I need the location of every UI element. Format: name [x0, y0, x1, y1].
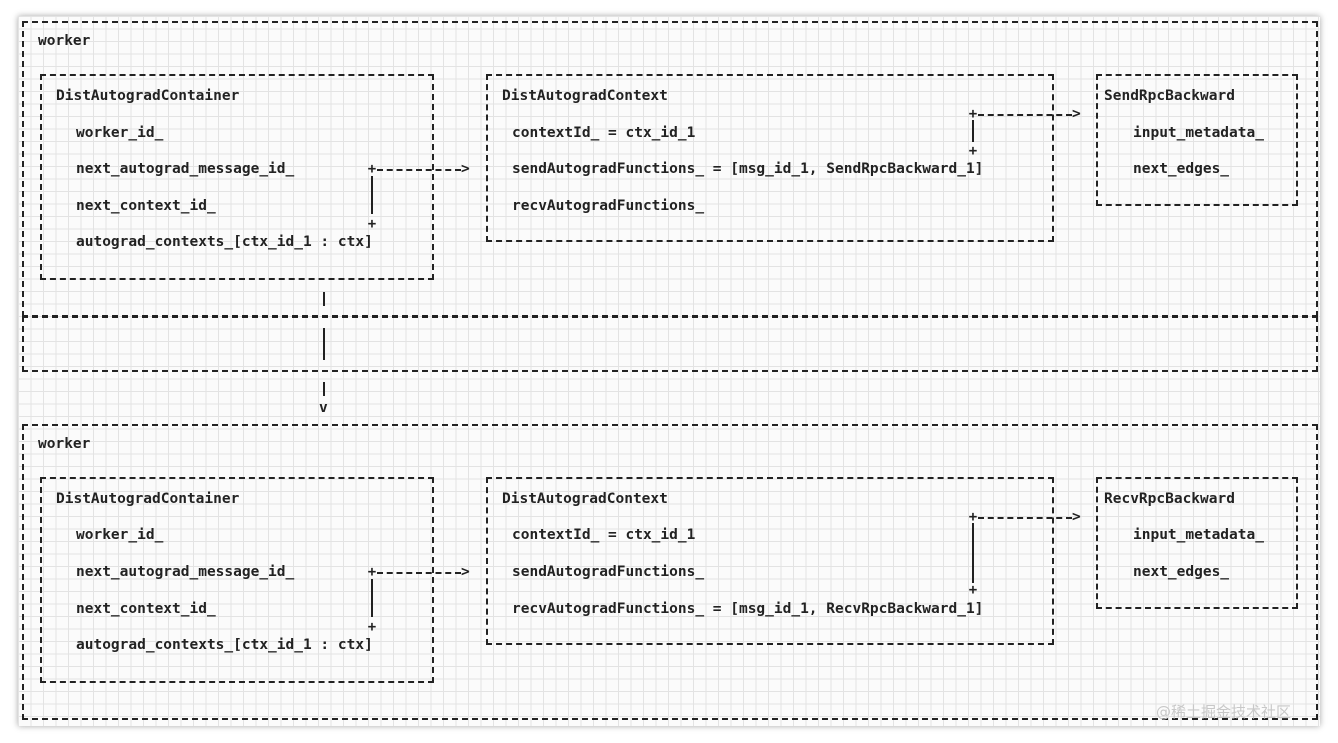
- field-send-autograd-functions: sendAutogradFunctions_: [512, 564, 705, 580]
- field-next-context-id: next_context_id_: [76, 198, 216, 214]
- field-send-autograd-functions: sendAutogradFunctions_ = [msg_id_1, Send…: [512, 161, 984, 177]
- field-next-edges: next_edges_: [1133, 161, 1230, 177]
- arrow-context-to-rpc: [978, 517, 1072, 519]
- dist-autograd-context-box: [486, 477, 1054, 645]
- worker-connector-line: [323, 328, 325, 360]
- arrow-container-to-context: [377, 572, 461, 574]
- field-input-metadata: input_metadata_: [1133, 125, 1264, 141]
- connector-plus: +: [367, 564, 377, 580]
- field-context-id: contextId_ = ctx_id_1: [512, 527, 696, 543]
- field-recv-autograd-functions: recvAutogradFunctions_ = [msg_id_1, Recv…: [512, 601, 984, 617]
- connector-plus: +: [367, 216, 377, 232]
- connector-plus: +: [968, 143, 978, 159]
- connector-line: [371, 176, 373, 214]
- dist-autograd-container-box: [40, 74, 434, 280]
- field-autograd-contexts: autograd_contexts_[ctx_id_1 : ctx]: [76, 234, 373, 250]
- connector-plus: +: [968, 106, 978, 122]
- field-worker-id: worker_id_: [76, 125, 164, 141]
- box-title: DistAutogradContext: [502, 88, 668, 104]
- arrow-context-to-rpc: [978, 114, 1072, 116]
- connector-line: [972, 120, 974, 142]
- arrow-head: >: [1072, 509, 1081, 525]
- box-title: DistAutogradContainer: [56, 491, 240, 507]
- field-input-metadata: input_metadata_: [1133, 527, 1264, 543]
- field-worker-id: worker_id_: [76, 527, 164, 543]
- field-context-id: contextId_ = ctx_id_1: [512, 125, 696, 141]
- field-next-autograd-message-id: next_autograd_message_id_: [76, 564, 295, 580]
- arrow-head: >: [1072, 106, 1081, 122]
- box-title: SendRpcBackward: [1104, 88, 1235, 104]
- box-title: DistAutogradContainer: [56, 88, 240, 104]
- field-autograd-contexts: autograd_contexts_[ctx_id_1 : ctx]: [76, 637, 373, 653]
- arrow-head: >: [461, 161, 470, 177]
- box-title: DistAutogradContext: [502, 491, 668, 507]
- worker-label: worker: [38, 436, 91, 452]
- dist-autograd-context-box: [486, 74, 1054, 242]
- connector-plus: +: [367, 161, 377, 177]
- worker-frame-bottom: [22, 424, 1318, 720]
- connector-plus: +: [968, 509, 978, 525]
- field-next-autograd-message-id: next_autograd_message_id_: [76, 161, 295, 177]
- field-recv-autograd-functions: recvAutogradFunctions_: [512, 198, 705, 214]
- dist-autograd-container-box: [40, 477, 434, 683]
- worker-connector-line: [323, 382, 325, 396]
- box-title: RecvRpcBackward: [1104, 491, 1235, 507]
- recv-rpc-backward-box: [1096, 477, 1298, 609]
- send-rpc-backward-box: [1096, 74, 1298, 206]
- connector-arrow-tip: v: [319, 400, 328, 416]
- arrow-container-to-context: [377, 169, 461, 171]
- worker-label: worker: [38, 33, 91, 49]
- field-next-edges: next_edges_: [1133, 564, 1230, 580]
- connector-line: [371, 579, 373, 617]
- diagram-canvas: worker DistAutogradContainer worker_id_ …: [18, 16, 1320, 726]
- watermark: @稀土掘金技术社区: [1156, 703, 1292, 721]
- worker-connector-line: [323, 292, 325, 306]
- network-band: [22, 316, 1318, 372]
- connector-plus: +: [968, 582, 978, 598]
- arrow-head: >: [461, 564, 470, 580]
- connector-plus: +: [367, 619, 377, 635]
- field-next-context-id: next_context_id_: [76, 601, 216, 617]
- connector-line: [972, 523, 974, 583]
